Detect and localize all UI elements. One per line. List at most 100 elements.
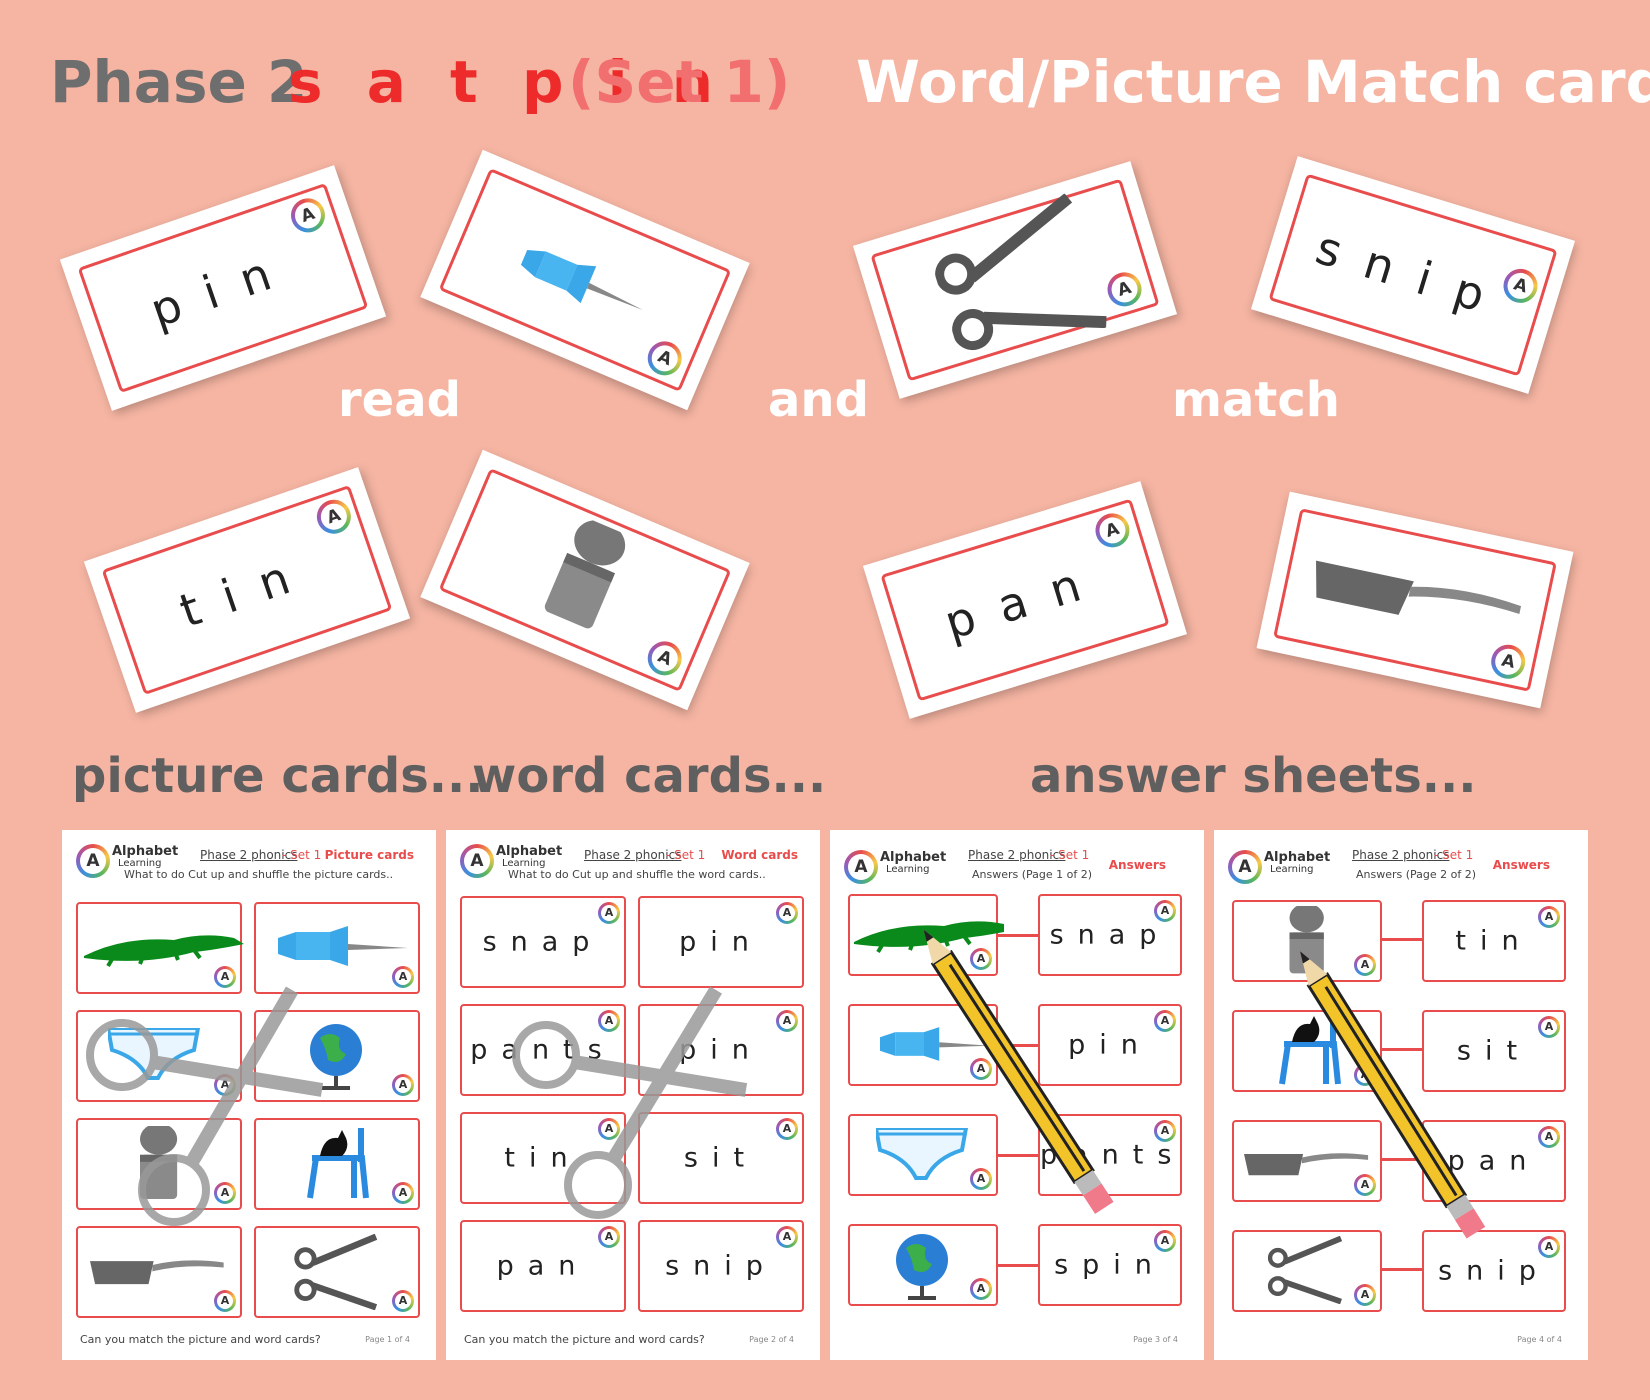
set-label: - Set 1 [1434, 848, 1474, 862]
answer-word: tin [1422, 900, 1566, 982]
scissors-icon [1264, 1236, 1350, 1304]
word-cell: pan [460, 1220, 626, 1312]
alphabet-learning-logo [76, 844, 110, 878]
match-line [1380, 1048, 1422, 1051]
alphabet-learning-logo [844, 850, 878, 884]
phonics-label: Phase 2 phonics [968, 848, 1066, 862]
label-match: match [1172, 372, 1340, 428]
answer-picture [848, 1004, 998, 1086]
answer-word: spin [1038, 1224, 1182, 1306]
answer-picture [848, 894, 1004, 976]
title-product: Word/Picture Match cards [856, 48, 1650, 116]
alphabet-learning-logo [460, 844, 494, 878]
scissors-icon [290, 1234, 386, 1310]
alphabet-learning-logo [598, 902, 620, 924]
word-cell: pants [460, 1004, 626, 1096]
answer-picture [1232, 1230, 1382, 1312]
label-answer-sheets: answer sheets... [1030, 748, 1477, 804]
alphabet-learning-logo [776, 1010, 798, 1032]
alphabet-learning-logo [1354, 954, 1376, 976]
set-label: - Set 1 [666, 848, 706, 862]
alphabet-learning-logo [776, 1118, 798, 1140]
scissors-icon [86, 986, 324, 1226]
answer-word: snap [1038, 894, 1182, 976]
match-line [996, 1044, 1038, 1047]
answer-picture [1232, 900, 1382, 982]
match-line [996, 934, 1038, 937]
word-card-snip: snip [1250, 156, 1576, 394]
cell-word: tin [1455, 925, 1533, 957]
instructions: What to do Cut up and shuffle the word c… [508, 868, 766, 881]
alphabet-learning-logo [1154, 900, 1176, 922]
alphabet-learning-logo [970, 948, 992, 970]
crocodile-icon [84, 933, 244, 968]
word-card-tin: tin [83, 467, 411, 713]
sheet-footer: Can you match the picture and word cards… [464, 1333, 705, 1346]
cell-pin [254, 902, 420, 994]
sheet-type: Answers [1108, 858, 1166, 872]
alphabet-learning-logo [598, 1010, 620, 1032]
picture-card-pin [420, 149, 750, 411]
cell-word: pan [1447, 1145, 1541, 1177]
cat-on-chair-icon [1274, 1014, 1346, 1088]
word-card-pan: pan [862, 481, 1188, 719]
picture-card-scissors [852, 161, 1178, 399]
alphabet-learning-logo [214, 1182, 236, 1204]
cell-word: snap [1049, 919, 1171, 951]
match-line [996, 1154, 1038, 1157]
instructions: What to do Cut up and shuffle the pictur… [124, 868, 394, 881]
alphabet-learning-logo [1538, 1236, 1560, 1258]
answer-word: pin [1038, 1004, 1182, 1086]
alphabet-learning-logo [1354, 1174, 1376, 1196]
alphabet-learning-logo [1538, 1126, 1560, 1148]
globe-icon [894, 1232, 950, 1300]
cell-word: pants [1040, 1139, 1186, 1171]
cell-word: pin [1068, 1029, 1152, 1061]
alphabet-learning-logo [392, 966, 414, 988]
alphabet-learning-logo [1228, 850, 1262, 884]
label-read: read [338, 372, 461, 428]
match-line [996, 1264, 1038, 1267]
phonics-label: Phase 2 phonics [584, 848, 682, 862]
word-cell: snip [638, 1220, 804, 1312]
word-cell: snap [460, 896, 626, 988]
answer-word: pan [1422, 1120, 1566, 1202]
sheet-type: Answers [1492, 858, 1550, 872]
cell-word: tin [504, 1142, 582, 1174]
cell-cat [254, 1118, 420, 1210]
alphabet-learning-logo [1154, 1010, 1176, 1032]
sheet-type: Word cards [721, 848, 798, 862]
tin-icon [1289, 906, 1324, 974]
match-line [1380, 938, 1422, 941]
word-cell: pin [638, 896, 804, 988]
title-letters: s a t p i n [288, 48, 726, 116]
match-line [1380, 1158, 1422, 1161]
label-picture-cards: picture cards... [72, 748, 484, 804]
scissors-icon [512, 986, 748, 1219]
alphabet-learning-logo [1154, 1230, 1176, 1252]
page-number: Page 2 of 4 [749, 1335, 794, 1344]
answer-picture [848, 1224, 998, 1306]
match-line [1380, 1268, 1422, 1271]
phonics-label: Phase 2 phonics [200, 848, 298, 862]
alphabet-learning-logo [598, 1118, 620, 1140]
sheet-type: Picture cards [324, 848, 414, 862]
cell-word: snip [1438, 1255, 1550, 1287]
pants-icon [876, 1128, 968, 1180]
frying-pan-icon [90, 1260, 224, 1285]
answer-word: pants [1038, 1114, 1182, 1196]
alphabet-learning-logo [214, 966, 236, 988]
page-number: Page 1 of 4 [365, 1335, 410, 1344]
